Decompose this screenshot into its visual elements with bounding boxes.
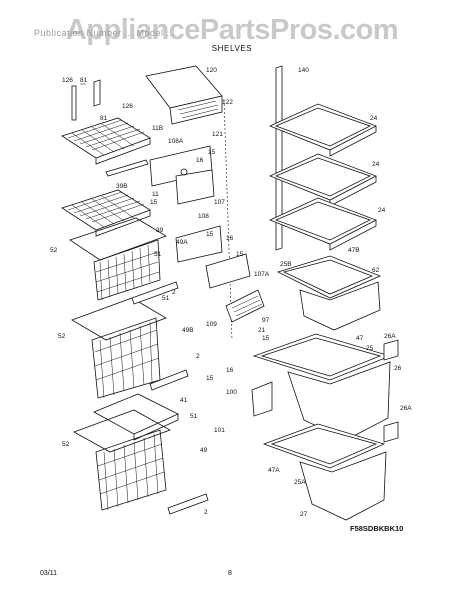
housing-107a	[205, 253, 251, 289]
publication-header: Publication Number ... Model ...	[34, 28, 176, 38]
cover-107	[175, 169, 215, 205]
glass-shelf-24-b	[268, 153, 377, 207]
watermark: AppliancePartsPros.com	[65, 14, 399, 46]
part-label: 49A	[176, 239, 188, 246]
model-code: F58SDBKBK10	[350, 524, 404, 533]
part-label: 26A	[400, 405, 412, 412]
air-damper-97	[225, 289, 265, 323]
part-label: 27	[300, 511, 308, 518]
part-label: 11	[152, 191, 159, 198]
part-label: 25B	[280, 261, 292, 268]
part-label: 108A	[168, 138, 184, 145]
part-label: 15	[208, 149, 216, 156]
glass-shelf-24-c	[268, 197, 377, 251]
glass-shelf-24-a	[268, 103, 377, 157]
part-label: 100	[226, 389, 237, 396]
part-label: 51	[162, 295, 170, 302]
fastener-16	[180, 168, 188, 176]
cover-100	[251, 381, 273, 417]
trim-2-a	[131, 281, 179, 305]
part-label: 51	[154, 251, 162, 258]
part-label: 97	[262, 317, 270, 324]
part-label: 120	[206, 67, 217, 74]
part-label: 49B	[182, 327, 194, 334]
part-label: 16	[196, 157, 204, 164]
part-label: 81	[80, 77, 88, 84]
part-label: 2	[196, 353, 200, 360]
part-label: 126	[122, 103, 133, 110]
part-label: 15	[206, 375, 214, 382]
trim-2-c	[167, 493, 209, 515]
rail-140	[223, 65, 283, 341]
shelf-cover-108	[175, 225, 223, 263]
part-label: 2	[172, 289, 176, 296]
part-label: 109	[206, 321, 217, 328]
part-label: 26A	[384, 333, 396, 340]
part-label: 39B	[116, 183, 128, 190]
wire-shelf-11	[61, 189, 151, 237]
part-label: 122	[222, 99, 233, 106]
part-label: 49	[200, 447, 208, 454]
trim-2-b	[149, 369, 189, 391]
part-label: 52	[58, 333, 66, 340]
part-label: 101	[214, 427, 225, 434]
part-label: 16	[226, 235, 234, 242]
footer-page-number: 8	[228, 570, 232, 577]
part-label: 52	[50, 247, 58, 254]
part-label: 140	[298, 67, 309, 74]
part-label: 41	[180, 397, 188, 404]
wire-basket-49	[73, 409, 171, 511]
part-label: 126	[62, 77, 73, 84]
trim-39b	[105, 159, 149, 177]
section-title: SHELVES	[211, 44, 253, 53]
shelf-bracket-126	[71, 79, 101, 121]
part-label: 11B	[152, 125, 163, 132]
part-label: 39	[156, 227, 164, 234]
part-label: 25	[366, 345, 374, 352]
part-label: 16	[226, 367, 234, 374]
support-26a-lower	[383, 421, 399, 443]
part-label: 47	[356, 335, 364, 342]
part-label: 47A	[268, 467, 280, 474]
support-26a-upper	[383, 339, 399, 361]
upper-door-shelf-120	[145, 65, 223, 125]
part-label: 21	[258, 327, 266, 334]
wire-basket-upper	[69, 217, 167, 301]
part-label: 47B	[348, 247, 360, 254]
part-label: 24	[372, 161, 380, 168]
part-label: 2	[204, 509, 208, 516]
part-label: 81	[100, 115, 108, 122]
part-label: 107A	[254, 271, 270, 278]
part-label: 24	[378, 207, 386, 214]
footer-date: 03/11	[40, 570, 57, 577]
part-label: 107	[214, 199, 225, 206]
part-label: 24	[370, 115, 378, 122]
part-label: 15	[150, 199, 158, 206]
part-label: 121	[212, 131, 223, 138]
part-label: 62	[372, 267, 380, 274]
part-label: 15	[262, 335, 270, 342]
wire-shelf-11b	[61, 117, 151, 165]
part-label: 52	[62, 441, 70, 448]
part-label: 25A	[294, 479, 306, 486]
part-label: 26	[394, 365, 402, 372]
part-label: 51	[190, 413, 198, 420]
part-label: 15	[206, 231, 214, 238]
shelf-cover-41	[93, 393, 179, 441]
part-label: 108	[198, 213, 209, 220]
part-label: 15	[236, 251, 244, 258]
crisper-47b	[276, 255, 382, 331]
part-labels: 126 81 126 81 120 140 122 11B 121 108A 1…	[50, 67, 412, 518]
crisper-pan-47a	[262, 423, 387, 521]
